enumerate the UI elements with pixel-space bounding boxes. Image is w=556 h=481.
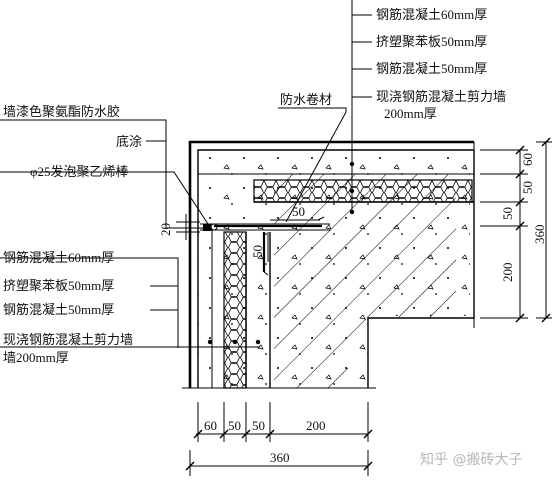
sealant-block	[203, 224, 211, 231]
dim-overlap-50-v: 50	[250, 245, 265, 258]
label-top-xps-50: 挤塑聚苯板50mm厚	[376, 34, 487, 49]
label-foam-rod: φ25发泡聚乙烯棒	[30, 164, 129, 179]
waterproof-membrane	[214, 224, 322, 272]
leaders-right	[351, 0, 372, 214]
shear-wall-body	[198, 152, 470, 388]
label-left-slab-50: 钢筋混凝土50mm厚	[3, 302, 114, 317]
label-sealant: 墙漆色聚氨酯防水胶	[3, 104, 120, 119]
dim-bottom-360: 360	[270, 450, 290, 465]
dim-bottom-200: 200	[306, 418, 326, 433]
dim-bottom-50a: 50	[228, 418, 241, 433]
dim-right-50a: 50	[520, 181, 535, 194]
label-left-xps-50: 挤塑聚苯板50mm厚	[3, 278, 114, 293]
watermark: 知乎 @搬砖大子	[420, 451, 522, 468]
dim-right-50b: 50	[500, 207, 515, 220]
dim-right-200: 200	[500, 263, 515, 283]
label-top-wall-line2: 200mm厚	[384, 106, 437, 121]
label-top-wall-line1: 现浇钢筋混凝土剪力墙	[376, 89, 506, 104]
dimension-ticks	[185, 137, 551, 471]
dim-right-360: 360	[532, 225, 547, 245]
label-left-slab-60: 钢筋混凝土60mm厚	[3, 250, 114, 265]
dim-bottom-60: 60	[204, 418, 217, 433]
top-xps-board	[253, 179, 473, 203]
outer-outline	[188, 140, 474, 388]
leaders-left	[0, 107, 347, 348]
label-primer: 底涂	[116, 134, 142, 149]
label-top-slab-60: 钢筋混凝土60mm厚	[376, 7, 487, 22]
dim-overlap-50-h: 50	[292, 204, 305, 219]
dim-gap-20: 20	[158, 223, 173, 236]
label-top-slab-50: 钢筋混凝土50mm厚	[376, 61, 487, 76]
label-left-wall-line1: 现浇钢筋混凝土剪力墙	[3, 332, 133, 347]
left-xps-board	[223, 231, 247, 389]
label-membrane: 防水卷材	[280, 92, 332, 107]
dim-right-60: 60	[520, 153, 535, 166]
dim-bottom-50b: 50	[252, 418, 265, 433]
label-left-wall-line2: 墙200mm厚	[3, 350, 69, 365]
outer-outline-inner	[197, 149, 474, 388]
